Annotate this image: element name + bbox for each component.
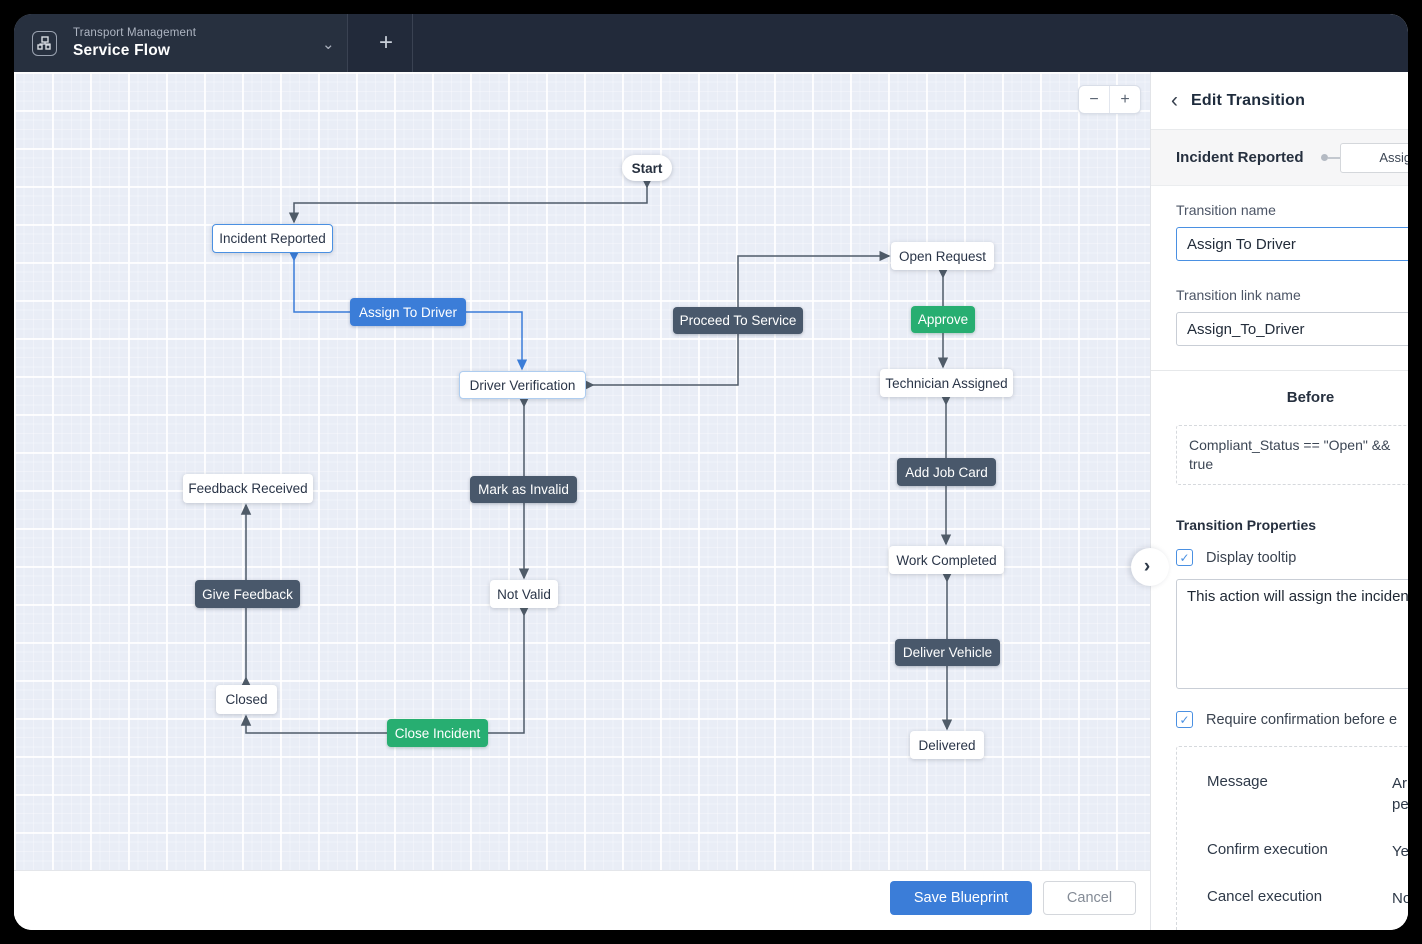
topbar-divider — [347, 14, 348, 72]
panel-body: Transition name Transition link name — [1151, 186, 1408, 346]
back-chevron-icon[interactable]: ‹ — [1171, 89, 1178, 112]
flow-node-approve[interactable]: Approve — [911, 306, 975, 333]
transition-context-strip: Incident Reported Assign T — [1151, 130, 1408, 186]
flow-node-start[interactable]: Start — [622, 155, 672, 181]
selected-transition-chip[interactable]: Assign T — [1339, 142, 1408, 173]
confirm-execution-label: Confirm execution — [1207, 841, 1328, 858]
transition-name-input[interactable] — [1176, 227, 1408, 261]
flow-title: Service Flow — [73, 41, 171, 59]
cancel-button[interactable]: Cancel — [1043, 881, 1136, 915]
zoom-out-button[interactable]: − — [1079, 86, 1110, 113]
transition-link-name-input[interactable] — [1176, 312, 1408, 346]
save-blueprint-button[interactable]: Save Blueprint — [890, 881, 1032, 915]
transition-properties-label: Transition Properties — [1176, 517, 1317, 533]
flow-node-open-request[interactable]: Open Request — [891, 242, 994, 270]
flow-node-mark-as-invalid[interactable]: Mark as Invalid — [470, 476, 577, 503]
transition-link-name-label: Transition link name — [1176, 287, 1301, 303]
flow-node-technician-assigned[interactable]: Technician Assigned — [880, 369, 1013, 397]
flow-node-incident-reported[interactable]: Incident Reported — [212, 224, 333, 253]
cancel-execution-label: Cancel execution — [1207, 888, 1323, 905]
require-confirmation-label: Require confirmation before e — [1206, 711, 1398, 728]
flow-node-deliver-vehicle[interactable]: Deliver Vehicle — [895, 639, 1000, 666]
edit-transition-panel: ‹ Edit Transition Incident Reported Assi… — [1150, 72, 1408, 930]
connector-line — [1327, 156, 1340, 159]
app-name: Transport Management — [73, 26, 197, 39]
flow-node-not-valid[interactable]: Not Valid — [490, 580, 558, 608]
panel-divider — [1151, 370, 1408, 371]
blueprint-icon — [32, 30, 57, 56]
confirmation-details-box: Message Ar pe Confirm execution Ye Cance… — [1176, 746, 1408, 930]
cancel-execution-row: Cancel execution No — [1207, 888, 1408, 909]
display-tooltip-checkbox[interactable]: ✓ — [1176, 549, 1193, 566]
flow-node-add-job-card[interactable]: Add Job Card — [897, 458, 996, 486]
connector-dot-icon — [1320, 154, 1328, 161]
flow-edge-start-to-incident-reported — [288, 178, 653, 224]
flow-node-assign-to-driver[interactable]: Assign To Driver — [350, 298, 466, 326]
checkmark-icon: ✓ — [1179, 712, 1190, 727]
flow-node-delivered[interactable]: Delivered — [910, 731, 984, 759]
zoom-in-button[interactable]: + — [1120, 90, 1130, 108]
flow-node-close-incident[interactable]: Close Incident — [387, 719, 488, 747]
flow-node-feedback-received[interactable]: Feedback Received — [183, 474, 313, 503]
tooltip-text-area[interactable]: This action will assign the incident — [1176, 579, 1408, 689]
display-tooltip-label: Display tooltip — [1206, 549, 1297, 566]
zoom-control: − + — [1078, 85, 1141, 114]
flow-node-driver-verification[interactable]: Driver Verification — [459, 371, 586, 399]
flow-node-proceed-to-service[interactable]: Proceed To Service — [673, 307, 803, 334]
panel-header: ‹ Edit Transition — [1151, 72, 1408, 130]
checkmark-icon: ✓ — [1179, 550, 1190, 565]
flow-node-closed[interactable]: Closed — [216, 685, 277, 714]
top-bar: Transport Management Service Flow ⌄ + — [14, 14, 1408, 72]
topbar-divider — [412, 14, 413, 72]
message-row: Message Ar pe — [1207, 773, 1408, 815]
flow-node-give-feedback[interactable]: Give Feedback — [195, 580, 300, 608]
before-condition-box[interactable]: Compliant_Status == "Open" && true — [1176, 425, 1408, 485]
chevron-right-icon: › — [1143, 556, 1151, 577]
confirm-execution-value: Ye — [1392, 843, 1408, 860]
require-confirmation-checkbox[interactable]: ✓ — [1176, 711, 1193, 728]
app-window: Transport Management Service Flow ⌄ + — [14, 14, 1408, 930]
display-tooltip-row: ✓ Display tooltip — [1176, 549, 1408, 566]
add-tab-button[interactable]: + — [378, 29, 393, 56]
transition-name-label: Transition name — [1176, 202, 1276, 218]
panel-collapse-handle[interactable]: › — [1131, 548, 1169, 586]
require-confirmation-row: ✓ Require confirmation before e — [1176, 711, 1408, 728]
flow-node-work-completed[interactable]: Work Completed — [889, 546, 1004, 574]
cancel-execution-value: No — [1392, 890, 1408, 907]
canvas-footer: Save Blueprint Cancel — [14, 870, 1150, 930]
message-label: Message — [1207, 773, 1268, 790]
flow-tab[interactable]: Transport Management Service Flow — [14, 14, 347, 72]
source-state-label: Incident Reported — [1176, 149, 1304, 166]
panel-title: Edit Transition — [1191, 91, 1306, 109]
confirm-execution-row: Confirm execution Ye — [1207, 841, 1408, 862]
before-section-header: Before — [1286, 388, 1335, 406]
message-value: Ar pe — [1392, 775, 1408, 813]
flow-edge-not-valid-to-closed — [240, 606, 530, 734]
tab-chevron-down-icon[interactable]: ⌄ — [322, 36, 335, 53]
